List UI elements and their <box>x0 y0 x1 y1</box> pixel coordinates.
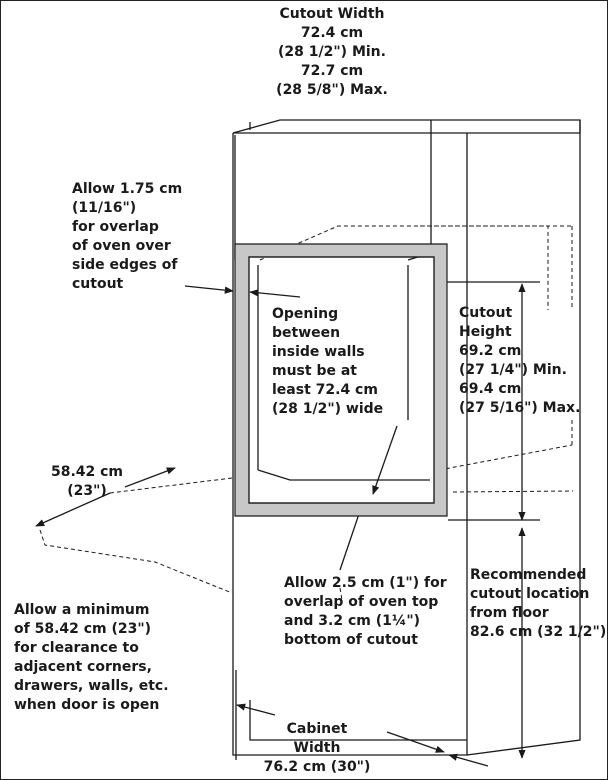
toe-kick <box>249 700 467 741</box>
cutout-width-label: Cutout Width 72.4 cm (28 1/2") Min. 72.7… <box>276 6 388 98</box>
top-bottom-overlap-label: Allow 2.5 cm (1") for overlap of oven to… <box>284 575 447 648</box>
side-overlap-label: Allow 1.75 cm (11/16") for overlap of ov… <box>72 181 183 292</box>
clearance-label: Allow a minimum of 58.42 cm (23") for cl… <box>14 602 169 713</box>
cabinet-top <box>232 119 581 134</box>
cutout-height-label: Cutout Height 69.2 cm (27 1/4") Min. 69.… <box>459 305 581 416</box>
cabinet-width-label: Cabinet Width 76.2 cm (30") <box>263 721 371 775</box>
oven-outline-top <box>259 225 549 310</box>
depth-label: 58.42 cm (23") <box>50 464 124 499</box>
clearance-arc <box>39 529 233 594</box>
opening-label: Opening between inside walls must be at … <box>272 306 384 417</box>
cabinet-right-side <box>466 120 581 756</box>
cabinet-front <box>232 133 468 756</box>
recommended-location-label: Recommended cutout location from floor 8… <box>470 567 607 640</box>
